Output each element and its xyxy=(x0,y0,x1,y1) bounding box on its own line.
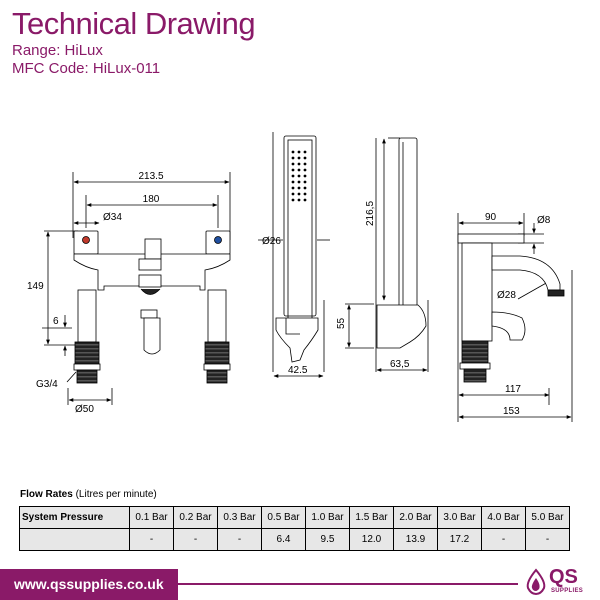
mixer-front-view xyxy=(42,172,231,405)
dim-8: Ø8 xyxy=(537,215,551,226)
pressure-cell: 5.0 Bar xyxy=(525,506,570,529)
mixer-side-view xyxy=(457,213,573,422)
dim-216-5: 216,5 xyxy=(365,201,376,226)
footer: www.qssupplies.co.uk xyxy=(0,569,600,600)
pressure-cell: 2.0 Bar xyxy=(393,506,438,529)
dim-42-5: 42.5 xyxy=(288,365,308,376)
rate-cell: 12.0 xyxy=(349,528,394,551)
pressure-cell: 3.0 Bar xyxy=(437,506,482,529)
pressure-cell: 0.3 Bar xyxy=(217,506,262,529)
rate-cell: - xyxy=(129,528,174,551)
flow-title-units: (Litres per minute) xyxy=(72,489,157,500)
dim-90: 90 xyxy=(485,212,497,223)
dim-149: 149 xyxy=(27,281,44,292)
dim-55: 55 xyxy=(336,317,347,329)
logo-subtext: SUPPLIES xyxy=(551,588,584,594)
dim-6: 6 xyxy=(53,316,59,327)
dim-117: 117 xyxy=(505,384,521,395)
row-header: System Pressure xyxy=(19,506,130,529)
rate-cell: 6.4 xyxy=(261,528,306,551)
footer-divider xyxy=(178,583,518,585)
rate-cell: - xyxy=(217,528,262,551)
rate-cell: 17.2 xyxy=(437,528,482,551)
pressure-cell: 4.0 Bar xyxy=(481,506,526,529)
dim-213-5: 213.5 xyxy=(138,171,163,182)
technical-drawing: 213.5 180 Ø34 149 6 G3/4 Ø50 Ø26 42.5 21… xyxy=(27,132,573,422)
dim-180: 180 xyxy=(143,194,160,205)
footer-band xyxy=(0,569,178,600)
range-label: Range: xyxy=(12,42,65,59)
dim-63-5: 63,5 xyxy=(390,359,410,370)
pressure-cell: 0.2 Bar xyxy=(173,506,218,529)
range-value: HiLux xyxy=(64,42,103,59)
rate-cell: - xyxy=(525,528,570,551)
website-link[interactable]: www.qssupplies.co.uk xyxy=(14,576,164,592)
flow-title-bold: Flow Rates xyxy=(20,489,73,500)
logo-text: QS xyxy=(549,566,578,588)
dim-153: 153 xyxy=(503,406,520,417)
table-row: - - - 6.4 9.5 12.0 13.9 17.2 - - xyxy=(19,528,570,551)
pressure-cell: 1.5 Bar xyxy=(349,506,394,529)
dim-50: Ø50 xyxy=(75,404,94,415)
dim-26: Ø26 xyxy=(262,236,281,247)
code-value: HiLux-011 xyxy=(92,60,161,77)
dim-g34: G3/4 xyxy=(36,379,58,390)
code-label: MFC Code: xyxy=(12,60,93,77)
row-header-empty xyxy=(19,528,130,551)
pressure-cell: 1.0 Bar xyxy=(305,506,350,529)
rate-cell: 13.9 xyxy=(393,528,438,551)
header: Technical Drawing Range: HiLux MFC Code:… xyxy=(12,6,256,78)
page-title: Technical Drawing xyxy=(12,6,256,41)
dim-28: Ø28 xyxy=(497,290,516,301)
brand-logo: QS SUPPLIES xyxy=(524,566,600,600)
range-line: Range: HiLux xyxy=(12,42,255,60)
pressure-cell: 0.1 Bar xyxy=(129,506,174,529)
code-line: MFC Code: HiLux-011 xyxy=(12,60,255,78)
rate-cell: - xyxy=(173,528,218,551)
rate-cell: 9.5 xyxy=(305,528,350,551)
handset-front-view xyxy=(258,132,330,378)
flow-rates-table: System Pressure 0.1 Bar 0.2 Bar 0.3 Bar … xyxy=(19,506,570,551)
pressure-cell: 0.5 Bar xyxy=(261,506,306,529)
handset-side-view xyxy=(345,137,429,372)
flow-rates-title: Flow Rates (Litres per minute) xyxy=(20,489,157,500)
droplet-icon xyxy=(526,568,546,596)
rate-cell: - xyxy=(481,528,526,551)
table-row: System Pressure 0.1 Bar 0.2 Bar 0.3 Bar … xyxy=(19,506,570,529)
dim-34: Ø34 xyxy=(103,212,122,223)
spray-nozzles xyxy=(291,150,307,202)
